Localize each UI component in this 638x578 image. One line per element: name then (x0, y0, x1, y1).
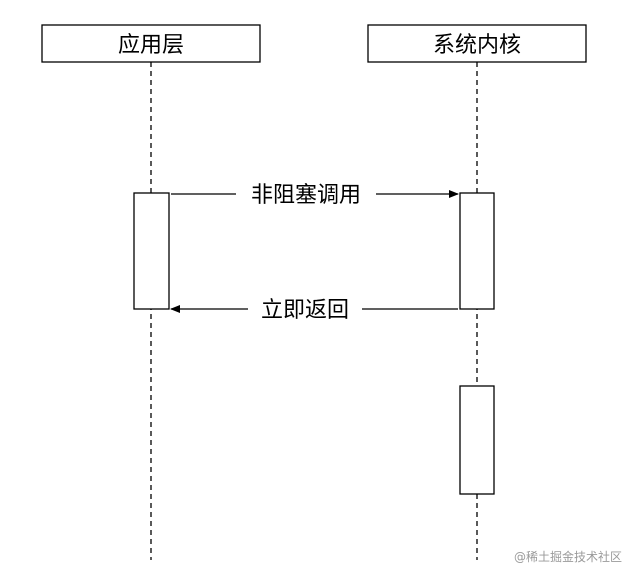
watermark-text: @稀土掘金技术社区 (514, 549, 622, 564)
activation-bar-kernel-1 (459, 192, 495, 310)
participant-label: 系统内核 (433, 33, 521, 58)
message-label: 立即返回 (261, 298, 349, 323)
participant-label: 应用层 (118, 33, 184, 58)
message-non-blocking-call: 非阻塞调用 (171, 183, 459, 208)
message-immediate-return: 立即返回 (170, 298, 458, 323)
participant-system-kernel: 系统内核 (367, 24, 587, 63)
participant-box (41, 24, 261, 63)
message-label: 非阻塞调用 (251, 183, 361, 208)
participant-application-layer: 应用层 (41, 24, 261, 63)
activation-bar-kernel-2 (459, 385, 495, 495)
participant-box (367, 24, 587, 63)
activation-bar-application (133, 192, 170, 310)
